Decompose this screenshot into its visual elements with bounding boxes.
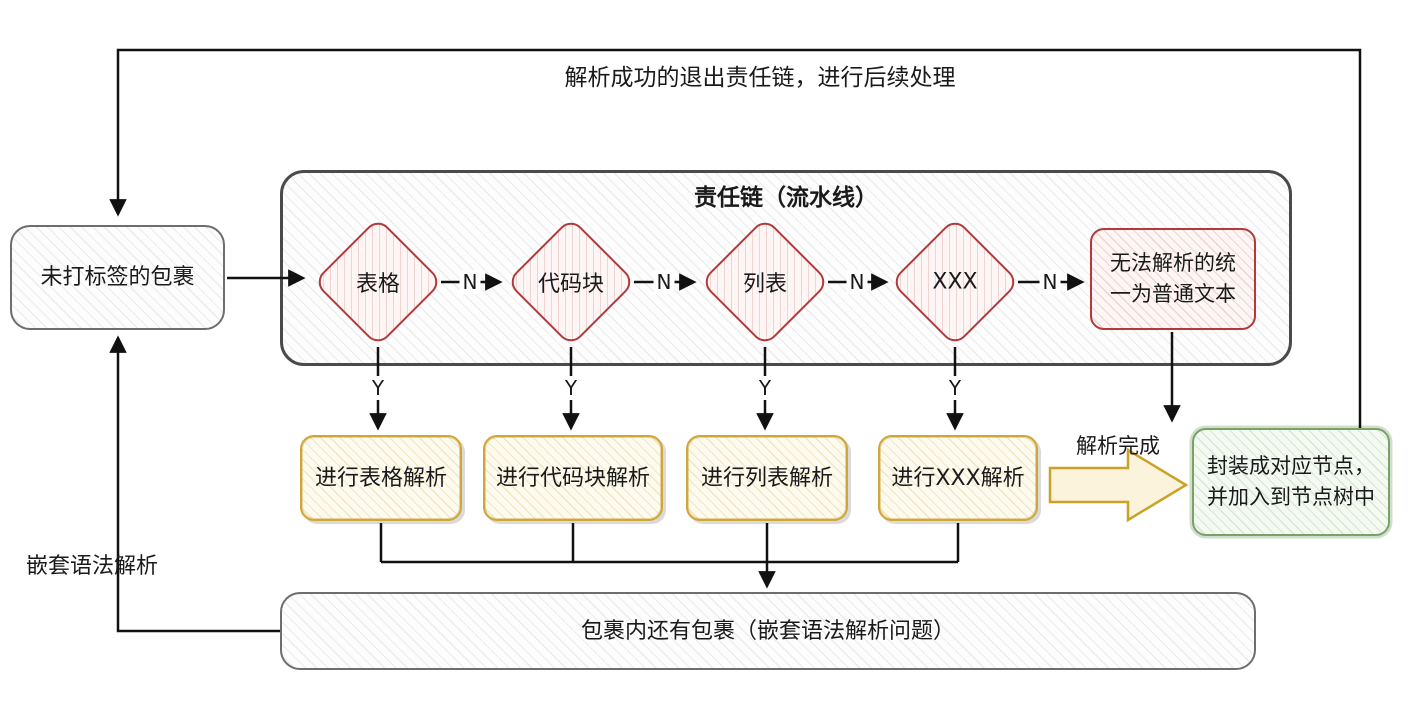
parse-done-label: 解析完成 [1076, 434, 1160, 458]
edge-label-n-3: N [846, 270, 868, 294]
edge-label-y-1: Y [368, 376, 388, 400]
parse-done-arrow-icon [1048, 447, 1189, 523]
edge-label-y-3: Y [755, 376, 775, 400]
action-parse-codeblock: 进行代码块解析 [483, 435, 663, 521]
edge-label-y-4: Y [945, 376, 965, 400]
top-feedback-label: 解析成功的退出责任链，进行后续处理 [564, 65, 956, 91]
node-nested-package-label: 包裹内还有包裹（嵌套语法解析问题） [580, 618, 955, 644]
nested-parse-label: 嵌套语法解析 [26, 554, 159, 579]
action-parse-list-label: 进行列表解析 [700, 465, 833, 491]
diamond-codeblock-label: 代码块 [537, 272, 605, 297]
node-unlabeled-package: 未打标签的包裹 [10, 225, 225, 330]
node-nested-package: 包裹内还有包裹（嵌套语法解析问题） [280, 592, 1256, 670]
node-fallback-text-label: 无法解析的统一为普通文本 [1110, 250, 1236, 307]
node-wrap-result: 封装成对应节点，并加入到节点树中 [1192, 428, 1390, 536]
action-parse-list: 进行列表解析 [686, 435, 848, 521]
action-parse-xxx: 进行XXX解析 [878, 435, 1038, 521]
edge-label-n-1: N [459, 270, 481, 294]
chain-title: 责任链（流水线） [694, 185, 878, 211]
node-fallback-text: 无法解析的统一为普通文本 [1090, 228, 1256, 330]
diamond-list-label: 列表 [742, 272, 788, 297]
edge-label-y-2: Y [561, 376, 581, 400]
diamond-xxx-label: XXX [932, 269, 978, 295]
edge-nested-feedback [109, 335, 280, 633]
diamond-table-label: 表格 [355, 272, 401, 297]
node-wrap-result-label: 封装成对应节点，并加入到节点树中 [1207, 453, 1375, 510]
action-parse-table: 进行表格解析 [300, 435, 462, 521]
action-parse-codeblock-label: 进行代码块解析 [495, 465, 650, 491]
edge-label-n-4: N [1039, 270, 1061, 294]
edge-label-n-2: N [653, 270, 675, 294]
node-unlabeled-package-label: 未打标签的包裹 [40, 265, 195, 290]
action-parse-xxx-label: 进行XXX解析 [891, 465, 1025, 491]
action-parse-table-label: 进行表格解析 [314, 465, 447, 491]
